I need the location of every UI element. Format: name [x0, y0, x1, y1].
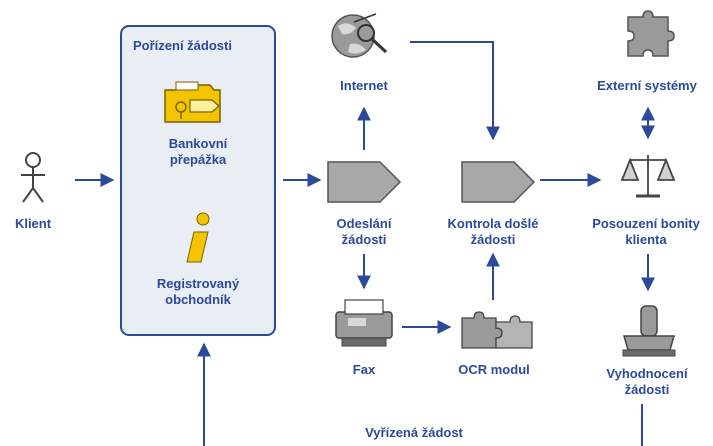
connectors: [75, 41, 655, 446]
bank-line2: přepážka: [169, 152, 227, 167]
check-line1: Kontrola došlé: [447, 216, 539, 231]
merchant-label: Registrovaný obchodník: [140, 276, 256, 308]
ocr-label: OCR modul: [458, 362, 530, 377]
acquisition-box: [120, 25, 276, 336]
stamp-icon: [622, 305, 676, 357]
check-shape: [461, 161, 536, 203]
completed-label: Vyřízená žádost: [365, 425, 463, 440]
submit-line2: žádosti: [341, 232, 387, 247]
internet-label: Internet: [340, 78, 388, 93]
fax-label: Fax: [352, 362, 376, 377]
person-icon: [21, 152, 45, 203]
globe-icon: [331, 13, 388, 58]
merchant-line1: Registrovaný: [156, 276, 240, 291]
ocr-puzzle-icon: [461, 311, 533, 349]
merchant-line2: obchodník: [165, 292, 231, 307]
evaluation-line1: Vyhodnocení: [606, 366, 688, 381]
arrow-internet-to-check: [410, 41, 500, 141]
bank-counter-label: Bankovní přepážka: [150, 136, 246, 168]
assessment-label: Posouzení bonity klienta: [580, 216, 712, 248]
evaluation-label: Vyhodnocení žádosti: [594, 366, 700, 398]
scales-icon: [620, 155, 676, 198]
folder-icon: [164, 81, 221, 123]
submit-label: Odeslání žádosti: [318, 216, 410, 248]
check-label: Kontrola došlé žádosti: [440, 216, 546, 248]
acquisition-title: Pořízení žádosti: [133, 38, 232, 53]
assessment-line1: Posouzení bonity: [592, 216, 700, 231]
assessment-line2: klienta: [625, 232, 667, 247]
puzzle-icon: [627, 10, 675, 57]
bank-line1: Bankovní: [168, 136, 228, 151]
fax-icon: [335, 299, 393, 347]
submit-line1: Odeslání: [336, 216, 392, 231]
submit-shape: [327, 161, 402, 203]
client-label: Klient: [14, 216, 52, 231]
external-label: Externí systémy: [597, 78, 697, 93]
check-line2: žádosti: [470, 232, 516, 247]
evaluation-line2: žádosti: [624, 382, 670, 397]
info-icon: [186, 212, 210, 263]
